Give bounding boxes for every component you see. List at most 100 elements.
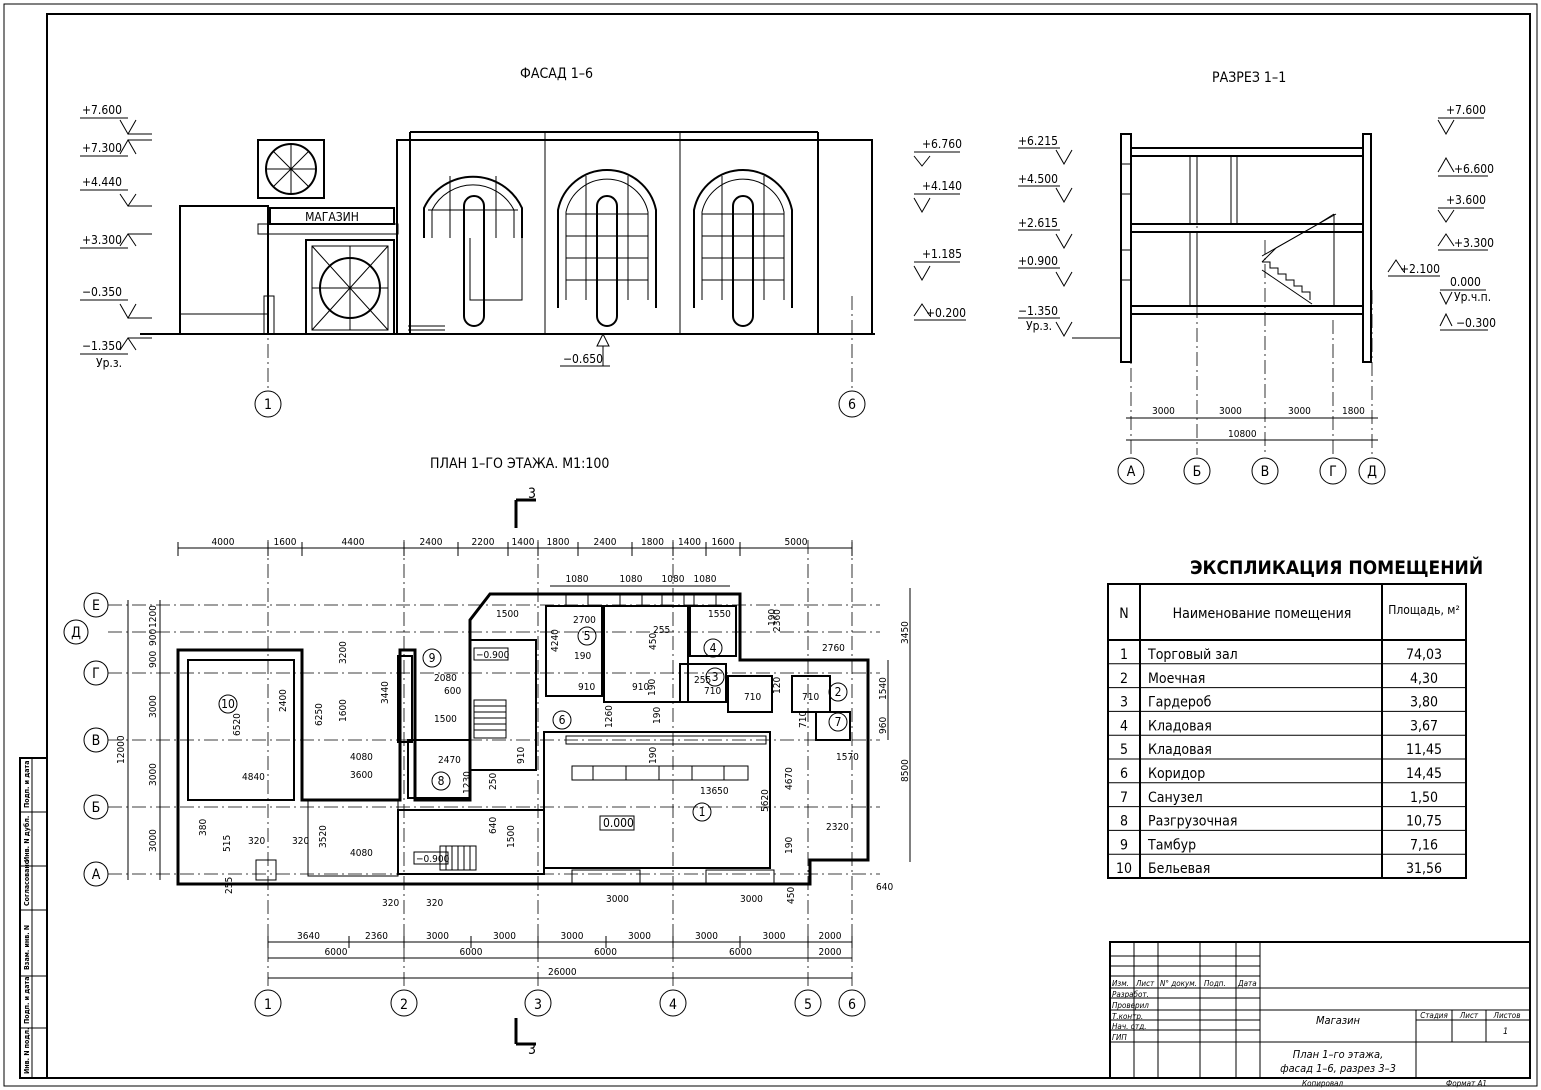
plan-axis-left: Г: [92, 666, 100, 682]
stamp-col: Подп.: [1204, 979, 1226, 988]
plan-bottom-dim: 3000: [426, 931, 449, 942]
facade-axis-6: 6: [848, 397, 856, 413]
stamp-role: Нач. отд.: [1112, 1022, 1147, 1031]
plan-inner-dim: 910: [516, 747, 527, 764]
plan-left-dim: 900: [148, 629, 159, 646]
facade-axis-1: 1: [264, 397, 272, 413]
stamp-role: Проверил: [1112, 1001, 1149, 1010]
plan-axis-bottom: 1: [264, 997, 272, 1013]
plan-inner-dim: 710: [704, 686, 721, 697]
plan-inner-dim: 1570: [836, 752, 859, 763]
plan-top-dim: 2200: [472, 537, 495, 548]
explication-header-area: Площадь, м²: [1388, 603, 1460, 617]
plan-inner-dim: 250: [488, 773, 499, 790]
explication-cell-n: 1: [1120, 647, 1128, 663]
plan-axis-left: Д: [71, 625, 81, 641]
stamp-sheet-title: План 1–го этажа,: [1293, 1048, 1383, 1061]
plan-top-dim: 1800: [547, 537, 570, 548]
stamp-role: Т.контр.: [1112, 1012, 1143, 1021]
plan-inner-dim: 320: [382, 898, 399, 909]
explication-cell-area: 31,56: [1406, 861, 1442, 877]
facade-level-right: +0.200: [926, 306, 966, 320]
plan-bottom-total: 26000: [548, 967, 577, 978]
plan-inner-dim: 4840: [242, 772, 265, 783]
plan-inner-dim: 450: [786, 887, 797, 904]
explication-header-n: N: [1119, 606, 1128, 622]
plan-inner-dim: 3200: [338, 641, 349, 664]
room-marker: [422, 648, 442, 668]
plan-inner-dim: 320: [248, 836, 265, 847]
plan-inner-dim: 4080: [350, 848, 373, 859]
plan-left-dim: 3000: [148, 829, 159, 852]
plan-bottom-dim: 2360: [365, 931, 388, 942]
stamp-object: Магазин: [1316, 1014, 1361, 1027]
plan-window-dim: 1080: [566, 574, 589, 585]
plan-inner-dim: 3000: [606, 894, 629, 905]
section-level: +0.900: [1018, 254, 1058, 268]
plan-axis-left: А: [92, 867, 101, 883]
plan-inner-dim: 2080: [434, 673, 457, 684]
plan-inner-dim: 320: [426, 898, 443, 909]
plan-right-dim: 640: [876, 882, 893, 893]
section-level: +4.500: [1018, 172, 1058, 186]
explication-cell-area: 10,75: [1406, 814, 1442, 830]
stamp-col: Изм.: [1112, 979, 1129, 988]
room-marker: [692, 802, 712, 822]
plan-bottom-dim: 3640: [297, 931, 320, 942]
explication-cell-name: Гардероб: [1148, 695, 1212, 711]
room-number: 2: [835, 685, 842, 699]
explication-header-name: Наименование помещения: [1173, 606, 1352, 622]
section-level: +6.215: [1018, 134, 1058, 148]
facade-level-right: +4.140: [922, 179, 962, 193]
side-stamp-label: Подп. и дата: [23, 977, 31, 1024]
plan-axis-bubble: [838, 989, 866, 1017]
plan-inner-dim: 2470: [438, 755, 461, 766]
room-number: 3: [712, 670, 719, 684]
explication-cell-area: 3,67: [1410, 718, 1438, 734]
plan-inner-dim: 255: [224, 877, 235, 894]
section-level-right: Ур.ч.п.: [1454, 290, 1491, 304]
plan-level-mark: −0.900: [416, 854, 450, 865]
plan-inner-dim: 710: [744, 692, 761, 703]
plan-axis-bottom: 4: [669, 997, 677, 1013]
plan-inner-dim: 190: [647, 679, 658, 696]
stamp-copied: Копировал: [1302, 1079, 1344, 1088]
plan-inner-dim: 1550: [708, 609, 731, 620]
plan-bottom-dim: 6000: [460, 947, 483, 958]
plan-inner-dim: 190: [767, 609, 778, 626]
plan-axis-bottom: 6: [848, 997, 856, 1013]
plan-inner-dim: 13650: [700, 786, 729, 797]
plan-inner-dim: 2700: [573, 615, 596, 626]
explication-cell-name: Бельевая: [1148, 861, 1210, 877]
room-number: 9: [429, 651, 436, 665]
plan-axis-left: Б: [92, 800, 101, 816]
section-axis: Д: [1367, 464, 1377, 480]
room-number: 5: [584, 629, 591, 643]
plan-bottom-dim: 2000: [819, 947, 842, 958]
shop-sign: МАГАЗИН: [305, 210, 359, 224]
plan-inner-dim: 710: [802, 692, 819, 703]
explication-title: ЭКСПЛИКАЦИЯ ПОМЕЩЕНИЙ: [1190, 556, 1483, 579]
room-number: 8: [438, 774, 445, 788]
room-marker: [218, 694, 238, 714]
room-number: 4: [710, 641, 717, 655]
room-number: 6: [559, 713, 566, 727]
explication-cell-area: 3,80: [1410, 695, 1438, 711]
plan-inner-dim: 2360: [772, 609, 783, 632]
plan-inner-dim: 190: [784, 837, 795, 854]
plan-axis-bottom: 2: [400, 997, 408, 1013]
facade-title: ФАСАД 1–6: [520, 66, 593, 82]
explication-cell-area: 14,45: [1406, 766, 1442, 782]
explication-cell-name: Кладовая: [1148, 742, 1212, 758]
plan-inner-dim: 3600: [350, 770, 373, 781]
stamp-stage-label: Лист: [1459, 1011, 1479, 1020]
plan-right-dim: 3450: [900, 621, 911, 644]
facade-level: +3.300: [82, 233, 122, 247]
explication-cell-n: 3: [1120, 695, 1128, 711]
facade-bottom-level: −0.650: [563, 352, 603, 366]
side-stamp-label: Подп. и дата: [23, 761, 31, 808]
plan-inner-dim: 190: [574, 651, 591, 662]
